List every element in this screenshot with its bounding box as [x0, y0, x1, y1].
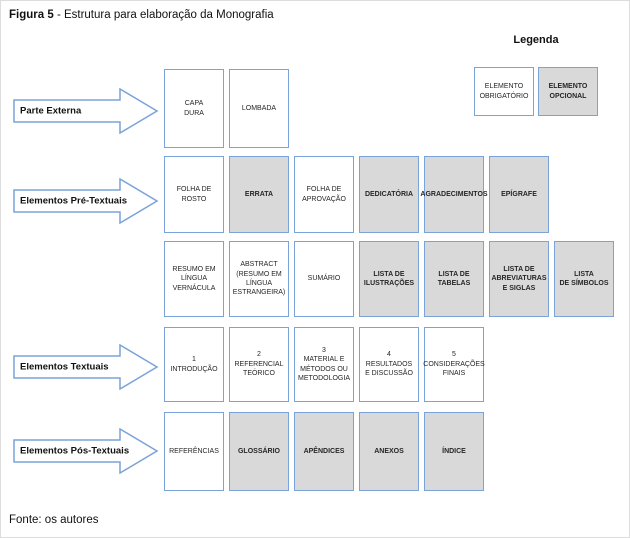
- figure-title-text: - Estrutura para elaboração da Monografi…: [56, 9, 274, 21]
- box-folha-de-rosto: FOLHA DE ROSTO: [164, 156, 224, 233]
- box-lista-de-simbolos: LISTA DE SÍMBOLOS: [554, 241, 614, 317]
- box-resumo-lingua-vernacula: RESUMO EM LÍNGUA VERNÁCULA: [164, 241, 224, 317]
- arrow-label: Elementos Pós-Textuais: [20, 445, 130, 457]
- box-lista-de-ilustracoes: LISTA DE ILUSTRAÇÕES: [359, 241, 419, 317]
- box-referencias: REFERÊNCIAS: [164, 412, 224, 491]
- arrow-label: Elementos Pré-Textuais: [20, 195, 128, 207]
- box-material-e-metodos: 3 MATERIAL E MÉTODOS OU METODOLOGIA: [294, 327, 354, 402]
- legend-title: Legenda: [513, 34, 559, 46]
- box-agradecimentos: AGRADECIMENTOS: [420, 156, 488, 233]
- box-apendices: APÊNDICES: [294, 412, 354, 491]
- box-lombada: LOMBADA: [229, 69, 289, 148]
- section-arrow-parte-externa: Parte Externa: [13, 88, 159, 134]
- right-arrow-icon: [13, 344, 159, 390]
- arrow-label: Elementos Textuais: [20, 361, 109, 373]
- section-arrow-elementos-pos-textuais: Elementos Pós-Textuais: [13, 428, 159, 474]
- box-referencial-teorico: 2 REFERENCIAL TEÓRICO: [229, 327, 289, 402]
- box-introducao: 1 INTRODUÇÃO: [164, 327, 224, 402]
- box-lista-de-abreviaturas-e-siglas: LISTA DE ABREVIATURAS E SIGLAS: [489, 241, 549, 317]
- box-dedicatoria: DEDICATÓRIA: [359, 156, 419, 233]
- box-resultados-e-discussao: 4 RESULTADOS E DISCUSSÃO: [359, 327, 419, 402]
- box-glossario: GLOSSÁRIO: [229, 412, 289, 491]
- box-folha-de-aprovacao: FOLHA DE APROVAÇÃO: [294, 156, 354, 233]
- box-anexos: ANEXOS: [359, 412, 419, 491]
- right-arrow-icon: [13, 88, 159, 134]
- box-sumario: SUMÁRIO: [294, 241, 354, 317]
- box-lista-de-tabelas: LISTA DE TABELAS: [424, 241, 484, 317]
- figure-label: Figura 5: [9, 9, 54, 21]
- legend-box-elemento-opcional: ELEMENTO OPCIONAL: [538, 67, 598, 116]
- page-title: Figura 5 - Estrutura para elaboração da …: [9, 9, 274, 21]
- box-errata: ERRATA: [229, 156, 289, 233]
- box-indice: ÍNDICE: [424, 412, 484, 491]
- arrow-label: Parte Externa: [20, 105, 82, 117]
- footer-source: Fonte: os autores: [9, 514, 99, 526]
- box-abstract: ABSTRACT (RESUMO EM LÍNGUA ESTRANGEIRA): [229, 241, 289, 317]
- section-arrow-elementos-textuais: Elementos Textuais: [13, 344, 159, 390]
- legend-box-elemento-obrigatorio: ELEMENTO OBRIGATÓRIO: [474, 67, 534, 116]
- box-epigrafe: EPÍGRAFE: [489, 156, 549, 233]
- section-arrow-elementos-pre-textuais: Elementos Pré-Textuais: [13, 178, 159, 224]
- box-capa-dura: CAPA DURA: [164, 69, 224, 148]
- right-arrow-icon: [13, 178, 159, 224]
- right-arrow-icon: [13, 428, 159, 474]
- box-consideracoes-finais: 5 CONSIDERAÇÕES FINAIS: [423, 327, 485, 402]
